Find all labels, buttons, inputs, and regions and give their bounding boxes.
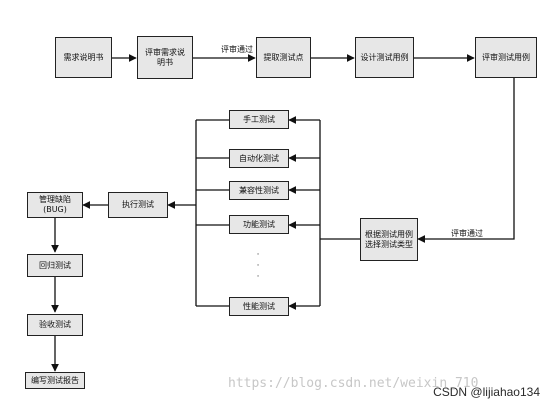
node-acceptance-test: 验收测试: [27, 314, 83, 336]
node-manual-test: 手工测试: [229, 110, 289, 129]
node-compatibility-test-label: 兼容性测试: [239, 185, 279, 195]
node-execute-test: 执行测试: [108, 192, 168, 218]
node-design-test-cases: 设计测试用例: [355, 37, 414, 78]
watermark-url: https://blog.csdn.net/weixin_710: [228, 376, 479, 391]
node-regression-test-label: 回归测试: [39, 260, 71, 270]
node-review-test-cases: 评审测试用例: [475, 37, 537, 78]
node-manual-test-label: 手工测试: [243, 114, 275, 124]
node-execute-test-label: 执行测试: [122, 200, 154, 209]
arrow-review-cases-to-choose: [417, 76, 515, 243]
node-functional-test-label: 功能测试: [243, 219, 275, 229]
node-acceptance-test-label: 验收测试: [39, 320, 71, 329]
csdn-credit: CSDN @lijiahao134: [433, 385, 540, 399]
node-design-test-cases-label: 设计测试用例: [360, 52, 409, 62]
node-review-requirements: 评审需求说明书: [137, 36, 193, 79]
edge-label-review-pass-right: 评审通过: [451, 229, 483, 238]
ellipsis-more-types: · · ·: [256, 250, 260, 282]
node-review-test-cases-label: 评审测试用例: [482, 52, 530, 62]
node-regression-test: 回归测试: [27, 254, 83, 277]
node-write-report-label: 编写测试报告: [31, 375, 79, 385]
node-extract-test-points: 提取测试点: [256, 37, 311, 78]
node-functional-test: 功能测试: [229, 215, 289, 234]
node-automation-test: 自动化测试: [229, 149, 289, 168]
node-write-report: 编写测试报告: [25, 372, 85, 389]
node-manage-defects: 管理缺陷(BUG): [27, 192, 83, 218]
node-manage-defects-label: 管理缺陷(BUG): [39, 195, 71, 214]
node-requirements-doc-label: 需求说明书: [63, 52, 104, 62]
node-compatibility-test: 兼容性测试: [229, 181, 289, 200]
node-extract-test-points-label: 提取测试点: [263, 52, 304, 62]
node-performance-test: 性能测试: [229, 297, 289, 316]
node-requirements-doc: 需求说明书: [55, 37, 112, 78]
node-performance-test-label: 性能测试: [243, 301, 275, 311]
node-review-requirements-label: 评审需求说明书: [145, 47, 185, 67]
node-automation-test-label: 自动化测试: [239, 153, 279, 163]
edge-label-review-pass-top: 评审通过: [221, 45, 253, 54]
node-choose-test-type-label: 根据测试用例选择测试类型: [365, 229, 413, 249]
node-choose-test-type: 根据测试用例选择测试类型: [360, 218, 418, 261]
